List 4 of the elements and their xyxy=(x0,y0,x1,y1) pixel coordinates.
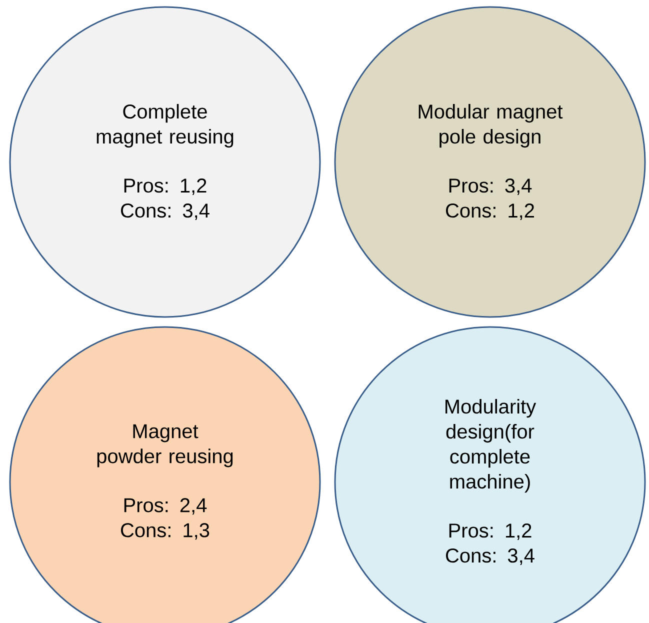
circle-node: Magnet powder reusing Pros: 2,4 Cons: 1,3 xyxy=(9,326,321,623)
circle-node: Complete magnet reusing Pros: 1,2 Cons: 3,4 xyxy=(9,6,321,318)
circle-node: Modular magnet pole design Pros: 3,4 Cons: 1,2 xyxy=(334,6,646,318)
circle-node: Modularity design(for complete machine) Pros: 1,2 Cons: 3,4 xyxy=(334,326,646,623)
